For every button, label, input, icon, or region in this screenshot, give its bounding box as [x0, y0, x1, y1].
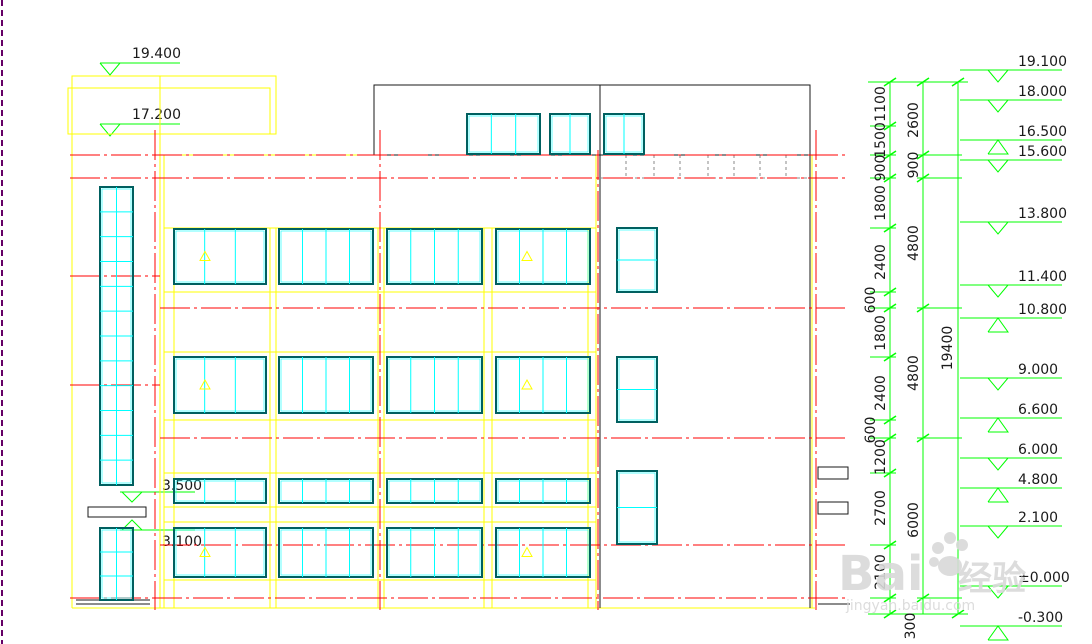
right-elevation-1: 18.000 — [960, 84, 1067, 113]
window-top-1 — [466, 113, 541, 155]
dim-outer-10: 1200 — [873, 439, 889, 475]
dim-chain-outer: 1100 1500 900 1800 2400 600 1800 2400 60… — [863, 86, 919, 639]
elevation-label-19400: 19.400 — [132, 46, 181, 62]
window-r1-c2 — [386, 356, 483, 414]
right-elevation-markers: 19.100 18.000 16.500 15.600 13.800 11.400 10.8… — [960, 54, 1070, 641]
axis-lines — [70, 130, 845, 610]
dim-chain-middle: 2600 900 4800 4800 6000 — [906, 102, 922, 538]
right-elevation-label-13: -0.300 — [1018, 610, 1063, 626]
watermark-brand: Bai — [838, 546, 923, 602]
right-elevation-5: 11.400 — [960, 269, 1067, 298]
window-r2-c0 — [173, 478, 267, 504]
window-r3-c1 — [278, 527, 374, 578]
right-elevation-0: 19.100 — [960, 54, 1067, 83]
window-stair-2 — [616, 356, 658, 423]
right-elevation-label-2: 16.500 — [1018, 124, 1067, 140]
right-elevation-label-8: 6.600 — [1018, 402, 1058, 418]
window-r1-c1 — [278, 356, 374, 414]
watermark-url: jingyan.baidu.com — [845, 598, 975, 614]
window-r2-c3 — [495, 478, 591, 504]
window-top-2 — [549, 113, 591, 155]
right-elevation-6: 10.800 — [960, 302, 1067, 333]
right-elevation-label-4: 13.800 — [1018, 206, 1067, 222]
dim-outer-7: 1800 — [873, 315, 889, 351]
watermark: Bai 经验 jingyan.baidu.com — [838, 532, 1026, 614]
dim-outer-4: 1800 — [873, 185, 889, 221]
dim-outer-6: 600 — [863, 287, 879, 314]
right-elevation-label-6: 10.800 — [1018, 302, 1067, 318]
dim-outer-11: 2700 — [873, 490, 889, 526]
dim-middle-1: 2600 — [906, 102, 922, 138]
window-stair-1 — [616, 227, 658, 293]
dim-middle-2: 900 — [906, 152, 922, 179]
dim-middle-3: 4800 — [906, 225, 922, 261]
window-stair-3 — [616, 470, 658, 545]
right-elevation-label-10: 4.800 — [1018, 472, 1058, 488]
right-elevation-label-12: ±0.000 — [1018, 570, 1070, 586]
right-elevation-label-3: 15.600 — [1018, 144, 1067, 160]
elevation-label-17200: 17.200 — [132, 107, 181, 123]
right-elevation-label-1: 18.000 — [1018, 84, 1067, 100]
window-r0-c3 — [495, 228, 591, 285]
dim-outer-2: 1500 — [873, 122, 889, 158]
dim-middle-4: 4800 — [906, 355, 922, 391]
right-elevation-3: 15.600 — [960, 144, 1067, 173]
window-r3-c2 — [386, 527, 483, 578]
left-elevation-markers: 19.400 17.200 3.500 3.100 — [99, 46, 202, 550]
building-outline — [76, 84, 850, 608]
right-elevation-label-11: 2.100 — [1018, 510, 1058, 526]
dim-middle-5: 6000 — [906, 502, 922, 538]
dim-outer-5: 2400 — [873, 244, 889, 280]
dimension-ticks — [870, 77, 965, 619]
right-elevation-8: 6.600 — [960, 402, 1062, 433]
right-elevation-13: -0.300 — [960, 610, 1063, 641]
dim-outer-1: 1100 — [873, 86, 889, 122]
window-r3-c3 — [495, 527, 591, 578]
watermark-brand2: 经验 — [958, 559, 1026, 599]
right-elevation-7: 9.000 — [960, 362, 1062, 391]
elevation-label-3500: 3.500 — [162, 478, 202, 494]
right-elevation-4: 13.800 — [960, 206, 1067, 235]
window-r1-c0 — [173, 356, 267, 414]
dim-outer-13: 300 — [903, 613, 919, 640]
window-r1-c3 — [495, 356, 591, 414]
paw-icon — [929, 532, 968, 576]
dim-outer-3: 900 — [873, 155, 889, 182]
right-elevation-10: 4.800 — [960, 472, 1062, 503]
right-elevation-label-9: 6.000 — [1018, 442, 1058, 458]
window-top-3 — [603, 113, 645, 155]
right-elevation-label-0: 19.100 — [1018, 54, 1067, 70]
window-r2-c1 — [278, 478, 374, 504]
dim-outer-12: 2100 — [873, 554, 889, 590]
right-elevation-12: ±0.000 — [960, 570, 1070, 599]
window-r2-c2 — [386, 478, 483, 504]
dim-outer-8: 2400 — [873, 375, 889, 411]
right-elevation-11: 2.100 — [960, 510, 1062, 539]
dim-total: 19400 — [940, 326, 956, 371]
right-elevation-2: 16.500 — [960, 124, 1067, 155]
elevation-label-3100: 3.100 — [162, 534, 202, 550]
window-r0-c0 — [173, 228, 267, 285]
right-elevation-9: 6.000 — [960, 442, 1062, 471]
window-r0-c2 — [386, 228, 483, 285]
window-r3-c0 — [173, 527, 267, 578]
windows-layer — [99, 113, 658, 601]
right-elevation-label-5: 11.400 — [1018, 269, 1067, 285]
window-left-tall — [99, 186, 134, 486]
window-left-low — [99, 527, 134, 601]
dim-outer-9: 600 — [863, 417, 879, 444]
right-elevation-label-7: 9.000 — [1018, 362, 1058, 378]
window-r0-c1 — [278, 228, 374, 285]
